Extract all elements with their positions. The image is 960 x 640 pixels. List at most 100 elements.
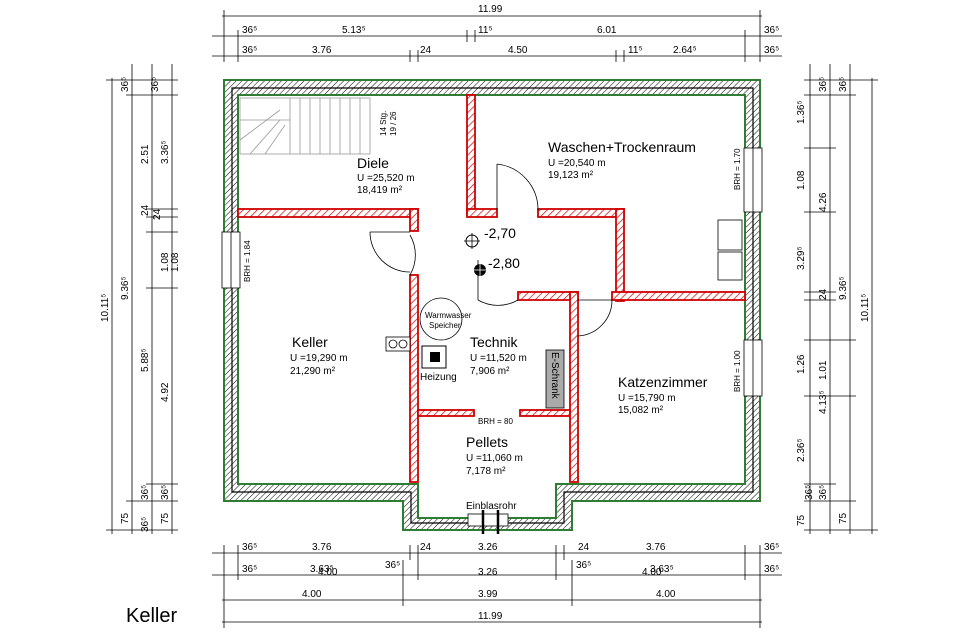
wall-technik-south-a — [417, 409, 475, 417]
dim-left-c2-c: 75 — [120, 512, 131, 524]
level-lower-label: -2,80 — [488, 255, 520, 271]
dim-right-c2-c: 1.01 — [818, 360, 829, 380]
outer-wall-inner-line — [231, 87, 754, 524]
e-schrank-label: E-Schrank — [549, 352, 560, 400]
dim-right-c1-f: 2.36⁵ — [796, 438, 807, 462]
heizung-label: Heizung — [420, 372, 457, 383]
dim-bot-r1-b: 3.76 — [312, 542, 332, 553]
dim-right-c1-e: 1.26 — [796, 354, 807, 374]
outer-wall — [223, 79, 761, 531]
warmwasser-speicher-tank — [419, 297, 463, 341]
room-diele-area: 18,419 m² — [357, 185, 403, 196]
wall-hall-north-b — [537, 208, 625, 218]
outer-walls — [223, 79, 761, 531]
wall-technik-north — [517, 291, 579, 301]
heizung-unit — [430, 352, 440, 362]
dim-bot-total: 11.99 — [478, 611, 503, 622]
room-katzenzimmer-name: Katzenzimmer — [618, 374, 708, 390]
room-technik-name: Technik — [470, 334, 518, 350]
speicher-label-1: Warmwasser — [425, 311, 472, 320]
room-pellets-perimeter: U =11,060 m — [466, 453, 523, 464]
stair-wind — [264, 124, 286, 155]
dim-left-c4-e: 4.92 — [160, 382, 171, 402]
dim-bot-r1-d: 3.26 — [478, 542, 498, 553]
room-labels: Diele U =25,520 m 18,419 m² Waschen+Troc… — [290, 139, 708, 477]
dim-top-r1-c: 11⁵ — [478, 25, 493, 36]
wall-diele-south-a — [237, 208, 419, 218]
dim-left-total: 10.11⁵ — [100, 294, 111, 322]
dim-right-c1-a: 1.36⁵ — [796, 100, 807, 124]
dim-bot-r2-d: 36⁵ — [385, 560, 400, 571]
dim-right-total: 10.11⁵ — [860, 294, 871, 322]
room-diele-name: Diele — [357, 155, 389, 171]
stair-wind — [249, 119, 281, 155]
door-katzen — [577, 299, 613, 337]
dim-right-c1-d: 24 — [818, 288, 829, 300]
dim-right-c2-d: 4.13⁵ — [818, 390, 829, 414]
level-markers — [464, 233, 488, 278]
brh-100-label: BRH = 1.00 — [733, 350, 742, 392]
room-waschen-name: Waschen+Trockenraum — [548, 139, 696, 155]
window-south — [467, 513, 509, 527]
dim-right-c2-e: 36⁵ — [818, 485, 829, 500]
dim-right-c2-a: 36⁵ — [818, 77, 829, 92]
dim-top-r2-g: 36⁵ — [764, 45, 779, 56]
dim-bot-r2-h: 3.63⁵ — [650, 564, 674, 575]
dim-top-r1-b: 5.13⁵ — [342, 25, 366, 36]
dim-left-c3-e: 36⁵ — [140, 485, 151, 500]
dim-right-c3-a: 36⁵ — [838, 77, 849, 92]
equipment — [385, 219, 743, 409]
dim-top-r1-e: 36⁵ — [764, 25, 779, 36]
dim-bot-r2-e: 3.26 — [478, 567, 498, 578]
dim-right-c3-b: 9.36⁵ — [838, 276, 849, 300]
room-pellets-area: 7,178 m² — [466, 466, 506, 477]
dimensions-right: 1.36⁵ 1.08 3.29⁵ 24 1.26 2.36⁵ 36⁵ 75 36… — [796, 64, 878, 534]
door-waschen — [496, 163, 539, 211]
dim-bot-r2-c: 4.00 — [318, 567, 338, 578]
dim-bot-r2-i: 36⁵ — [764, 564, 779, 575]
level-upper-label: -2,70 — [484, 225, 516, 241]
dimensions-top: 11.99 36⁵ 5.13⁵ 11⁵ 6.01 36⁵ 36⁵ 3.76 24… — [212, 4, 782, 62]
dim-right-c1-h: 75 — [796, 514, 807, 526]
windows — [221, 147, 763, 534]
brh-184-label: BRH = 1.84 — [243, 240, 252, 282]
room-pellets-name: Pellets — [466, 434, 508, 450]
wall-technik-west — [409, 274, 419, 483]
door-diele — [369, 231, 411, 273]
speicher-label-2: Speicher — [429, 321, 461, 330]
wall-technik-east — [569, 291, 579, 483]
einblasrohr-label: Einblasrohr — [466, 501, 517, 512]
room-waschen-area: 19,123 m² — [548, 170, 594, 181]
dim-top-total: 11.99 — [478, 4, 503, 15]
e-schrank-cabinet — [545, 349, 565, 409]
washer-top — [717, 219, 743, 251]
dimensions-left: 10.11⁵ 36⁵ 9.36⁵ 75 2.51 24 1.08 5.88⁵ 3… — [100, 64, 181, 534]
dim-bot-r1-g: 36⁵ — [764, 542, 779, 553]
dim-bot-r3-a: 4.00 — [302, 589, 322, 600]
room-katzenzimmer-area: 15,082 m² — [618, 405, 664, 416]
room-technik-area: 7,906 m² — [470, 366, 510, 377]
dim-top-r1-a: 36⁵ — [242, 25, 257, 36]
dim-bot-r3-b: 3.99 — [478, 589, 498, 600]
room-keller-name: Keller — [292, 334, 328, 350]
dim-right-c1-c: 3.29⁵ — [796, 246, 807, 270]
dim-bot-r3-c: 4.00 — [656, 589, 676, 600]
dim-bot-r2-b: 3.63⁵ — [310, 564, 334, 575]
dim-top-r1-d: 6.01 — [597, 25, 617, 36]
sink-drain-1 — [388, 339, 398, 349]
sink-drain-2 — [398, 339, 408, 349]
dim-bot-r2-g: 4.00 — [642, 567, 662, 578]
dim-bot-r1-e: 24 — [578, 542, 590, 553]
dim-top-r2-a: 36⁵ — [242, 45, 257, 56]
dim-top-r2-b: 3.76 — [312, 45, 332, 56]
stair-wind — [239, 109, 281, 141]
dim-right-c1-b: 1.08 — [796, 170, 807, 190]
dim-top-r2-e: 11⁵ — [628, 45, 643, 56]
plan-title: Keller — [126, 605, 177, 627]
dim-left-c3-b: 24 — [140, 204, 151, 216]
dim-bot-r1-c: 24 — [420, 542, 432, 553]
wall-hall-north-a — [466, 208, 498, 218]
dim-top-r2-d: 4.50 — [508, 45, 528, 56]
dim-left-c3-d: 5.88⁵ — [140, 348, 151, 372]
brh-80-label: BRH = 80 — [478, 417, 513, 426]
